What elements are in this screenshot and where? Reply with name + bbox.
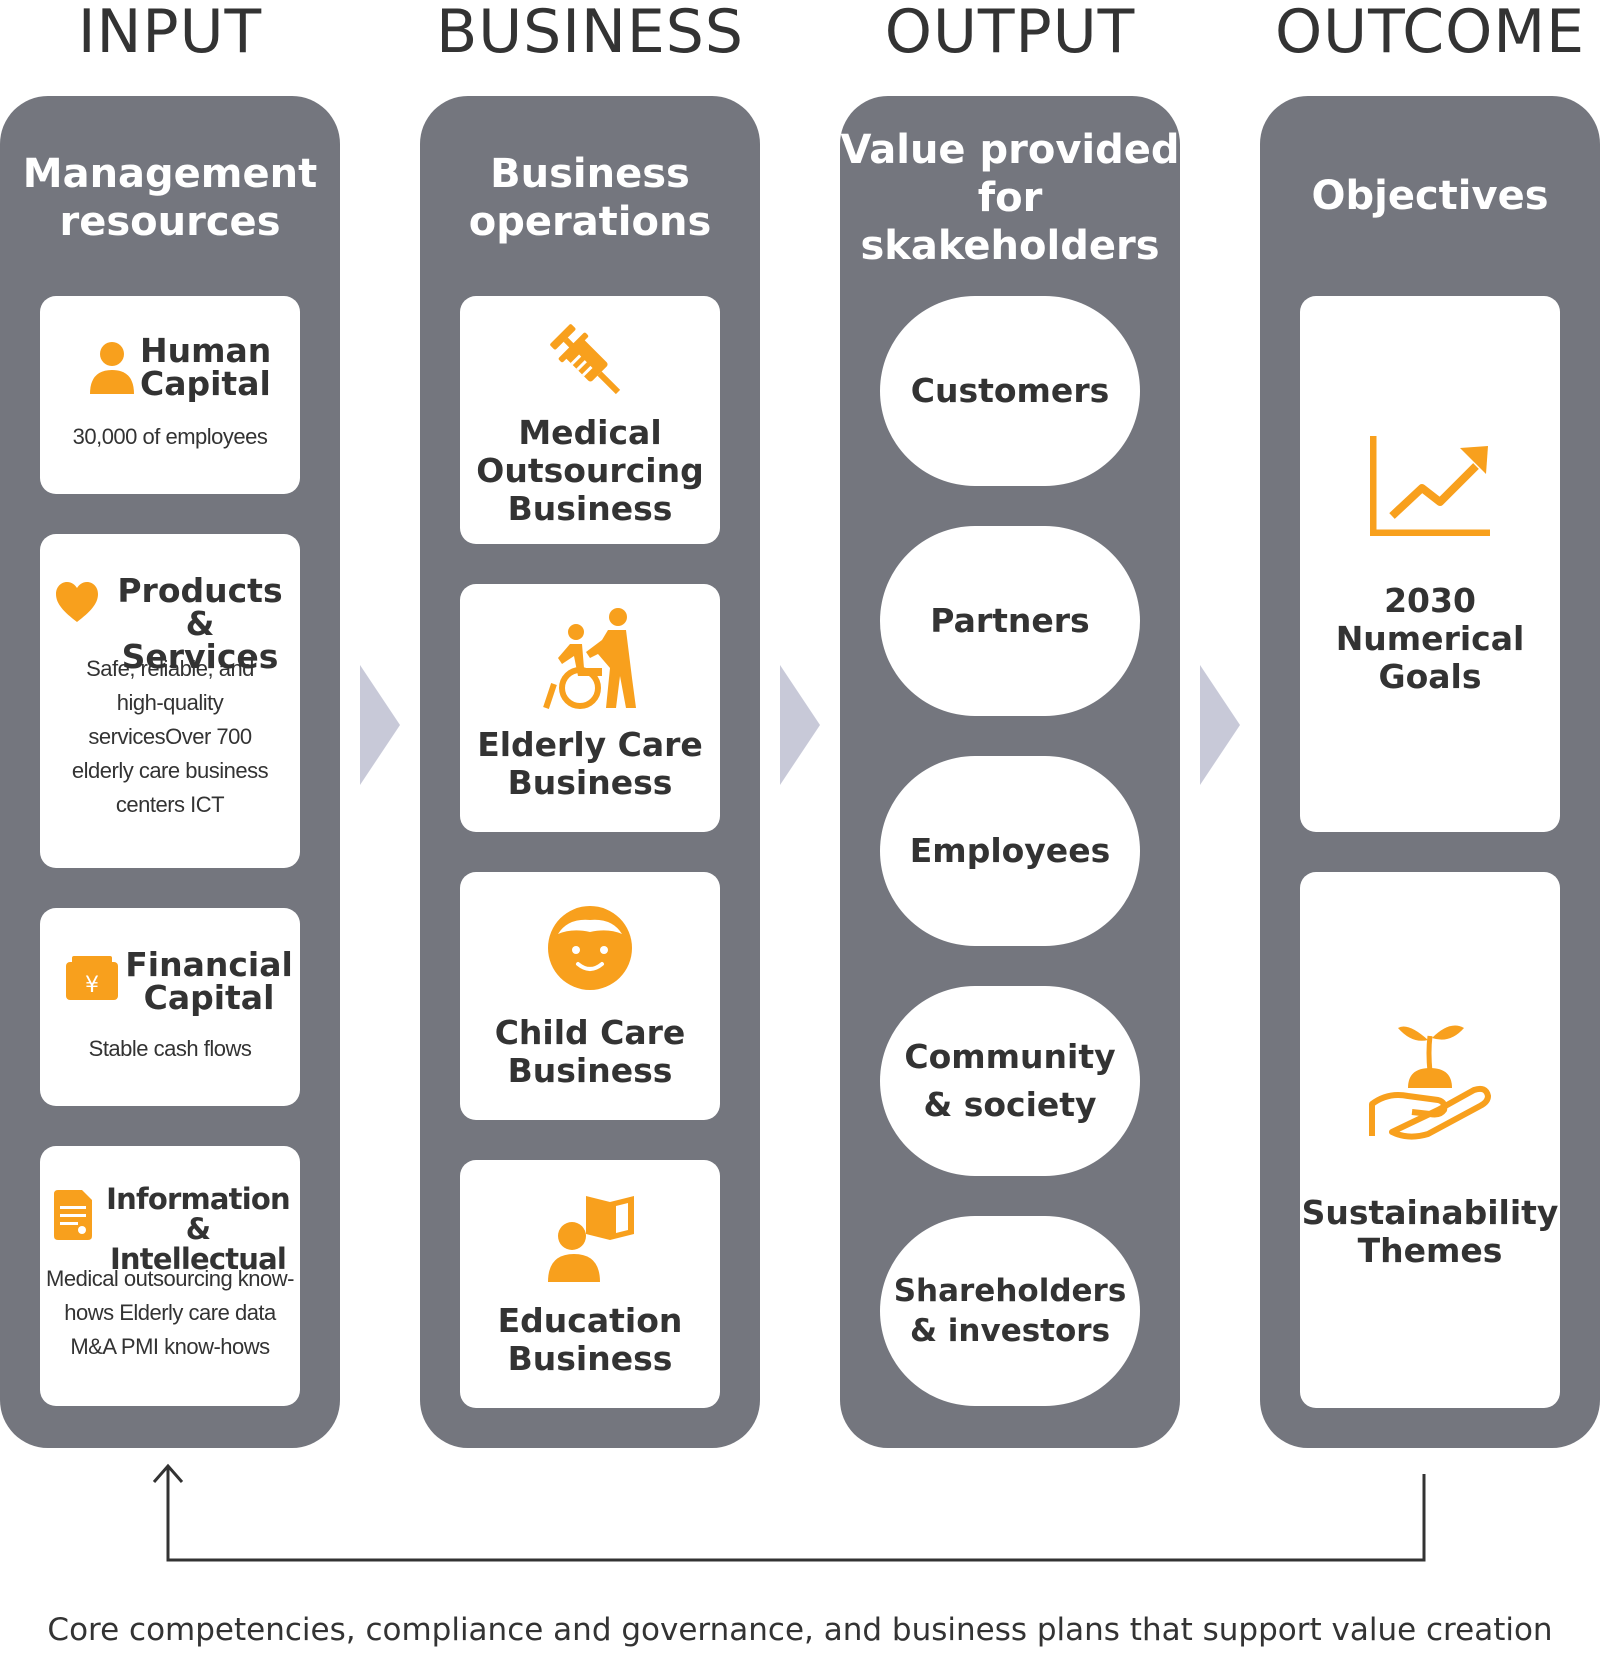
person-icon [90,342,134,394]
outcome-panel-title: Objectives [1311,173,1549,219]
input-panel-title: Management resources [22,151,318,245]
human-capital-desc: 30,000 of employees [72,424,268,449]
child-face-icon [548,906,632,990]
column-header-outcome: OUTCOME [1274,0,1586,67]
column-header-input: INPUT [77,0,263,67]
column-header-output: OUTPUT [884,0,1136,67]
financial-capital-desc: Stable cash flows [88,1036,252,1061]
wheelchair-caregiver-icon [543,608,636,709]
business-panel-title: Business operations [468,151,712,245]
numerical-goals-card: 2030 Numerical Goals [1300,296,1560,832]
information-intellectual-card: Information & Intellectual Medical outso… [40,1146,300,1406]
education-card: Education Business [460,1160,720,1408]
output-panel: Value provided for skakeholders Customer… [840,96,1180,1448]
sustainability-themes-title: Sustainability Themes [1301,1193,1559,1270]
column-header-business: BUSINESS [436,0,744,67]
products-services-desc: Safe, reliable, and high-quality service… [71,656,269,817]
feedback-loop-arrow [152,1463,1426,1562]
elderly-care-title: Elderly Care Business [477,725,703,802]
information-intellectual-title: Information & Intellectual [106,1182,290,1276]
stakeholder-shareholders-investors: Shareholders & investors [880,1216,1140,1406]
medical-outsourcing-card: Medical Outsourcing Business [460,296,720,544]
document-icon [54,1190,92,1240]
outcome-panel: Objectives 2030 Numerical Goals Sustaina… [1260,96,1600,1448]
products-services-card: Products & Services Safe, reliable, and … [40,534,300,868]
financial-capital-card: ¥ Financial Capital Stable cash flows [40,908,300,1106]
hand-sprout-icon [1369,1025,1491,1140]
growth-chart-icon [1370,436,1490,536]
human-capital-title: Human Capital [140,331,272,403]
output-panel-title: Value provided for skakeholders [840,127,1180,269]
input-panel: Management resources Human Capital 30,00… [0,96,340,1448]
syringe-icon [550,324,621,395]
footer-caption: Core competencies, compliance and govern… [47,1612,1553,1648]
numerical-goals-title: 2030 Numerical Goals [1335,581,1525,696]
student-book-icon [548,1196,634,1282]
elderly-care-card: Elderly Care Business [460,584,720,832]
stakeholder-customers: Customers [880,296,1140,486]
heart-icon [56,582,98,622]
business-panel: Business operations Medical Outsourcing … [420,96,760,1448]
stakeholder-community-society: Community & society [880,986,1140,1176]
financial-capital-title: Financial Capital [125,945,293,1017]
flow-arrow-1 [360,665,400,785]
wallet-yen-icon: ¥ [66,956,118,1000]
child-care-title: Child Care Business [494,1013,686,1090]
flow-arrow-3 [1200,665,1240,785]
education-title: Education Business [497,1301,683,1378]
information-intellectual-desc: Medical outsourcing know-hows Elderly ca… [46,1266,294,1359]
svg-text:¥: ¥ [85,973,99,998]
stakeholder-partners: Partners [880,526,1140,716]
flow-arrow-2 [780,665,820,785]
stakeholder-employees: Employees [880,756,1140,946]
sustainability-themes-card: Sustainability Themes [1300,872,1560,1408]
medical-outsourcing-title: Medical Outsourcing Business [476,413,704,528]
child-care-card: Child Care Business [460,872,720,1120]
human-capital-card: Human Capital 30,000 of employees [40,296,300,494]
products-services-title: Products & Services [117,571,283,676]
